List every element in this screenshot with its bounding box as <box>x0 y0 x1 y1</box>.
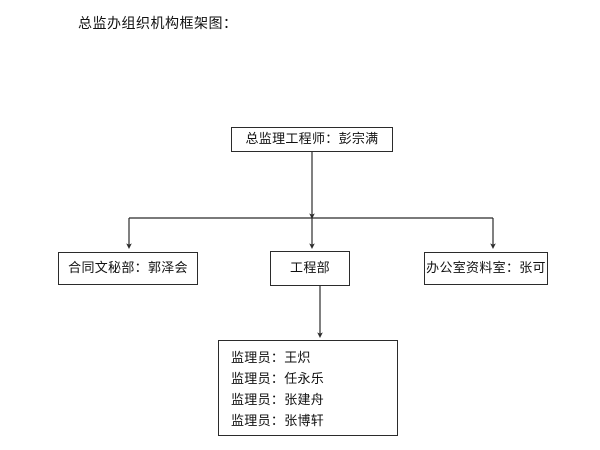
node-supervisors-list[interactable]: 监理员：王炽 监理员：任永乐 监理员：张建舟 监理员：张博轩 <box>218 340 398 436</box>
supervisor-list: 监理员：王炽 监理员：任永乐 监理员：张建舟 监理员：张博轩 <box>219 348 397 432</box>
page-title: 总监办组织机构框架图： <box>78 16 238 32</box>
node-office-archives-room[interactable]: 办公室资料室：张可 <box>424 252 548 285</box>
node-label: 合同文秘部：郭泽会 <box>68 260 188 276</box>
node-label: 总监理工程师：彭宗满 <box>245 131 379 147</box>
list-item: 监理员：任永乐 <box>231 372 325 387</box>
node-engineering-department[interactable]: 工程部 <box>270 251 350 286</box>
node-label: 办公室资料室：张可 <box>426 260 546 276</box>
node-contract-secretariat-department[interactable]: 合同文秘部：郭泽会 <box>58 252 198 285</box>
list-item: 监理员：张建舟 <box>231 393 325 408</box>
node-label: 工程部 <box>290 260 330 276</box>
node-chief-supervising-engineer[interactable]: 总监理工程师：彭宗满 <box>231 127 393 152</box>
list-item: 监理员：王炽 <box>231 351 311 366</box>
list-item: 监理员：张博轩 <box>231 414 325 429</box>
